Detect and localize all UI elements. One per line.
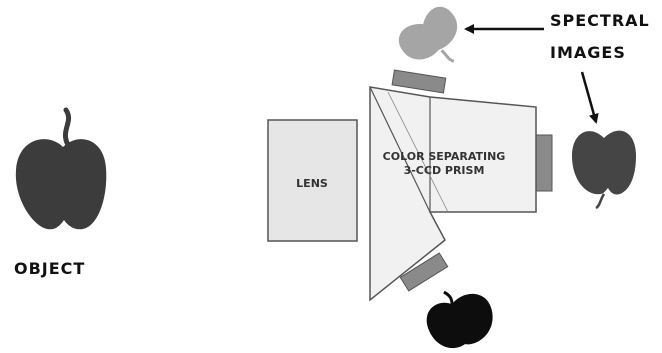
ccd-sensor-bottom — [399, 252, 449, 292]
spectral-image-bottom-icon — [426, 290, 493, 349]
spectral-label-line2: IMAGES — [550, 43, 626, 62]
ccd-sensor-right — [535, 134, 553, 192]
spectral-label-line1: SPECTRAL — [550, 11, 650, 30]
object-label: OBJECT — [14, 259, 85, 278]
spectral-image-top-icon — [398, 6, 458, 63]
ccd-sensor-top — [391, 69, 447, 94]
prism-assembly — [369, 86, 537, 302]
prism-label-line1: COLOR SEPARATING — [383, 150, 506, 163]
object-apple-icon — [15, 107, 107, 230]
lens-block — [267, 119, 358, 242]
spectral-image-right-icon — [572, 130, 636, 210]
prism-label-line2: 3-CCD PRISM — [404, 164, 485, 177]
arrow-to-right-image — [580, 71, 599, 124]
lens-label: LENS — [296, 177, 328, 190]
